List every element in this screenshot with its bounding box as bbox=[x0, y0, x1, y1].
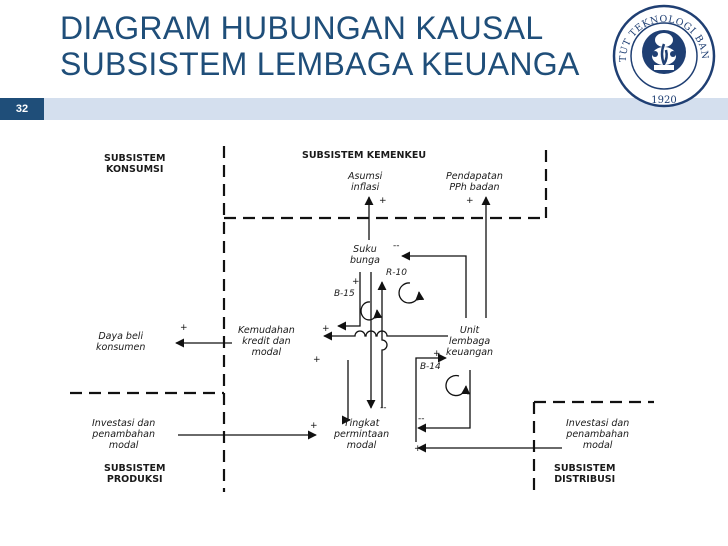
slide-number: 32 bbox=[0, 98, 44, 120]
slide-title-line-2: SUBSISTEM LEMBAGA KEUANGA bbox=[60, 46, 580, 82]
link-kredit-permintaan bbox=[341, 360, 351, 425]
slide-title: DIAGRAM HUBUNGAN KAUSAL SUBSISTEM LEMBAG… bbox=[60, 10, 660, 82]
subsystem-konsumsi: SUBSISTEM KONSUMSI bbox=[104, 153, 166, 175]
loop-label-r10: R-10 bbox=[386, 268, 407, 278]
link-unit-permintaan bbox=[417, 370, 471, 433]
var-daya-beli: Daya beli konsumen bbox=[96, 331, 146, 353]
loop-b15-icon bbox=[360, 301, 383, 321]
ganesha-emblem-icon bbox=[642, 30, 686, 74]
subsystem-kemenkeu: SUBSISTEM KEMENKEU bbox=[302, 150, 427, 161]
var-tingkat-permintaan: Tingkat permintaan modal bbox=[334, 418, 390, 451]
slide-title-line-1: DIAGRAM HUBUNGAN KAUSAL bbox=[60, 10, 544, 46]
link-permintaan-bunga bbox=[377, 281, 388, 408]
loop-b14-icon bbox=[445, 374, 471, 397]
var-investasi-produksi: Investasi dan penambahan modal bbox=[92, 418, 156, 451]
sign-kredit-bottom: + bbox=[313, 355, 321, 365]
var-suku-bunga: Suku bunga bbox=[350, 244, 380, 266]
var-kemudahan-kredit: Kemudahan kredit dan modal bbox=[238, 325, 295, 358]
title-divider-band bbox=[0, 98, 728, 120]
subsystem-boundaries bbox=[70, 146, 654, 492]
var-pendapatan-pph: Pendapatan PPh badan bbox=[446, 171, 503, 193]
loop-label-b14: B-14 bbox=[420, 362, 441, 372]
var-asumsi-inflasi: Asumsi inflasi bbox=[348, 171, 383, 193]
link-unit-kredit bbox=[323, 330, 448, 341]
loop-r10-icon bbox=[398, 282, 425, 304]
loop-label-b15: B-15 bbox=[334, 289, 355, 299]
sign-unit-left: + bbox=[433, 349, 441, 359]
subsystem-distribusi: SUBSISTEM DISTRIBUSI bbox=[554, 463, 616, 485]
itb-logo: INSTITUT TEKNOLOGI BANDUNG 1920 bbox=[610, 2, 716, 108]
sign-permintaan-right: -- bbox=[418, 414, 425, 424]
link-permintaan-unit bbox=[415, 353, 447, 442]
sign-kredit-top: + bbox=[322, 324, 330, 334]
link-bunga-kredit bbox=[337, 272, 361, 331]
sign-permintaan-left: + bbox=[310, 421, 318, 431]
link-unit-bunga bbox=[401, 251, 467, 318]
sign-permintaan-top: -- bbox=[380, 403, 387, 413]
var-unit-lembaga: Unit lembaga keuangan bbox=[446, 325, 494, 358]
var-investasi-distribusi: Investasi dan penambahan modal bbox=[566, 418, 630, 451]
sign-pph: + bbox=[466, 196, 474, 206]
logo-year: 1920 bbox=[651, 95, 676, 106]
sign-bunga-left: + bbox=[352, 277, 360, 287]
sign-permintaan-bottom: + bbox=[414, 444, 422, 454]
sign-bunga-top: -- bbox=[393, 241, 400, 251]
sign-dayabeli: + bbox=[180, 323, 188, 333]
polarity-signs: + + -- + + + + + + -- -- + bbox=[180, 196, 474, 454]
sign-inflasi: + bbox=[379, 196, 387, 206]
subsystem-produksi: SUBSISTEM PRODUKSI bbox=[104, 463, 166, 485]
